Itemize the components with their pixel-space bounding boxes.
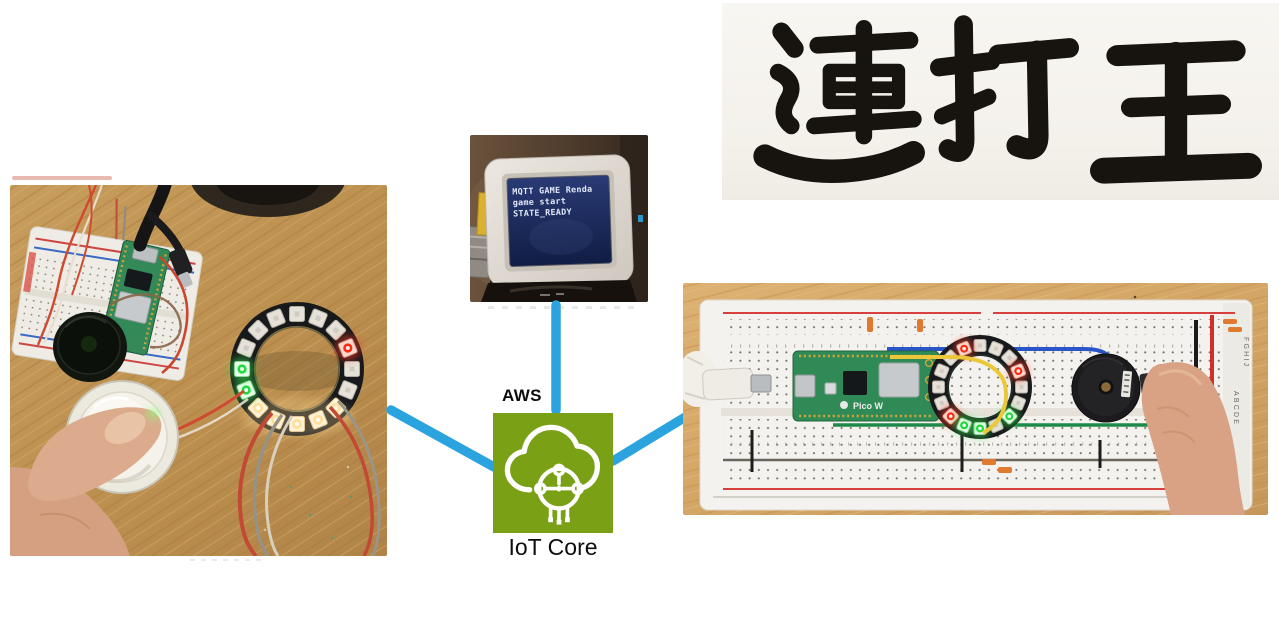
raspberry-logo <box>840 401 848 409</box>
circuit-pins <box>548 517 570 525</box>
left-hand <box>10 407 162 556</box>
leds-green <box>230 357 259 402</box>
spare-connector <box>168 247 193 277</box>
aws-service-label: IoT Core <box>508 534 598 560</box>
left-controller-photo <box>10 185 387 556</box>
jumper-wire-red <box>115 198 118 240</box>
aws-provider-label: AWS <box>502 386 542 405</box>
leds-red <box>940 338 1029 427</box>
chip <box>123 268 153 292</box>
red-mark <box>23 251 37 293</box>
left-neopixel-ring <box>230 302 364 437</box>
pressing-finger <box>1141 362 1245 515</box>
calligraphy-banner: 連打王 <box>722 3 1279 200</box>
red-wire-loop <box>159 256 189 375</box>
pico-w-board: Pico W <box>792 350 940 422</box>
usb-metal-tip <box>750 374 772 393</box>
display-photo-drawing: MQTT GAME Renda game start STATE_READY <box>470 135 648 302</box>
char-ou <box>1090 40 1263 184</box>
right-buzzer <box>1071 353 1141 423</box>
led-red <box>335 336 360 360</box>
white-usb-cable <box>683 351 772 407</box>
column-letters-fghij: FGHIJ <box>1242 337 1249 368</box>
aws-iot-core-node: AWS <box>463 386 643 568</box>
display-device-photo: MQTT GAME Renda game start STATE_READY <box>470 135 648 302</box>
yellow-wire <box>890 355 1008 435</box>
ring-shadow <box>239 351 355 391</box>
stand-base <box>481 280 637 302</box>
twisted-wires <box>36 185 103 346</box>
brown-wire-loop <box>109 293 182 349</box>
faint-marks-under-display <box>488 306 634 309</box>
jumper-wire-gray <box>122 206 127 241</box>
faint-marks-under-left-photo <box>190 559 262 561</box>
usb-cable <box>133 185 193 288</box>
wifi-shield <box>878 362 920 398</box>
wood-speck <box>1133 295 1137 299</box>
char-ren <box>753 20 925 183</box>
column-letters-abcde: ABCDE <box>1232 391 1239 426</box>
char-da <box>930 15 1079 162</box>
leds-unlit <box>236 306 360 400</box>
blue-speck <box>638 215 643 222</box>
edge-artifact <box>12 176 112 180</box>
buzzer-sticker <box>1120 370 1133 398</box>
screen-line-3: STATE_READY <box>513 206 573 218</box>
thumbnail <box>104 411 146 445</box>
screen <box>506 174 613 268</box>
pico-w-label: Pico W <box>853 401 884 411</box>
paint-speckles <box>263 465 353 540</box>
bootsel-button <box>824 382 837 395</box>
dark-object-core <box>216 185 320 205</box>
resistors <box>867 317 1242 473</box>
screen-line-2: game start <box>513 196 567 208</box>
micro-usb-port <box>794 374 816 398</box>
screen-line-1: MQTT GAME Renda <box>512 184 592 197</box>
leds-green <box>954 406 1020 439</box>
calligraphy-strokes <box>753 15 1263 184</box>
screen-text: MQTT GAME Renda game start STATE_READY <box>512 184 592 219</box>
green-glint <box>148 409 158 419</box>
right-controller-photo: FGHIJ ABCDE <box>683 283 1268 515</box>
left-photo-drawing <box>10 185 387 556</box>
cloud-outline <box>504 424 601 493</box>
display-device: MQTT GAME Renda game start STATE_READY <box>484 154 634 288</box>
iot-core-glyph <box>504 424 601 525</box>
black-jumpers <box>750 430 1102 472</box>
rp2040-chip <box>843 371 867 395</box>
aws-iot-core-icon <box>493 413 613 533</box>
screen-sheen <box>528 218 593 255</box>
center-groove <box>721 408 1225 416</box>
right-neopixel-ring <box>928 335 1032 439</box>
right-photo-drawing: FGHIJ ABCDE <box>683 283 1268 515</box>
left-buzzer <box>53 312 127 382</box>
